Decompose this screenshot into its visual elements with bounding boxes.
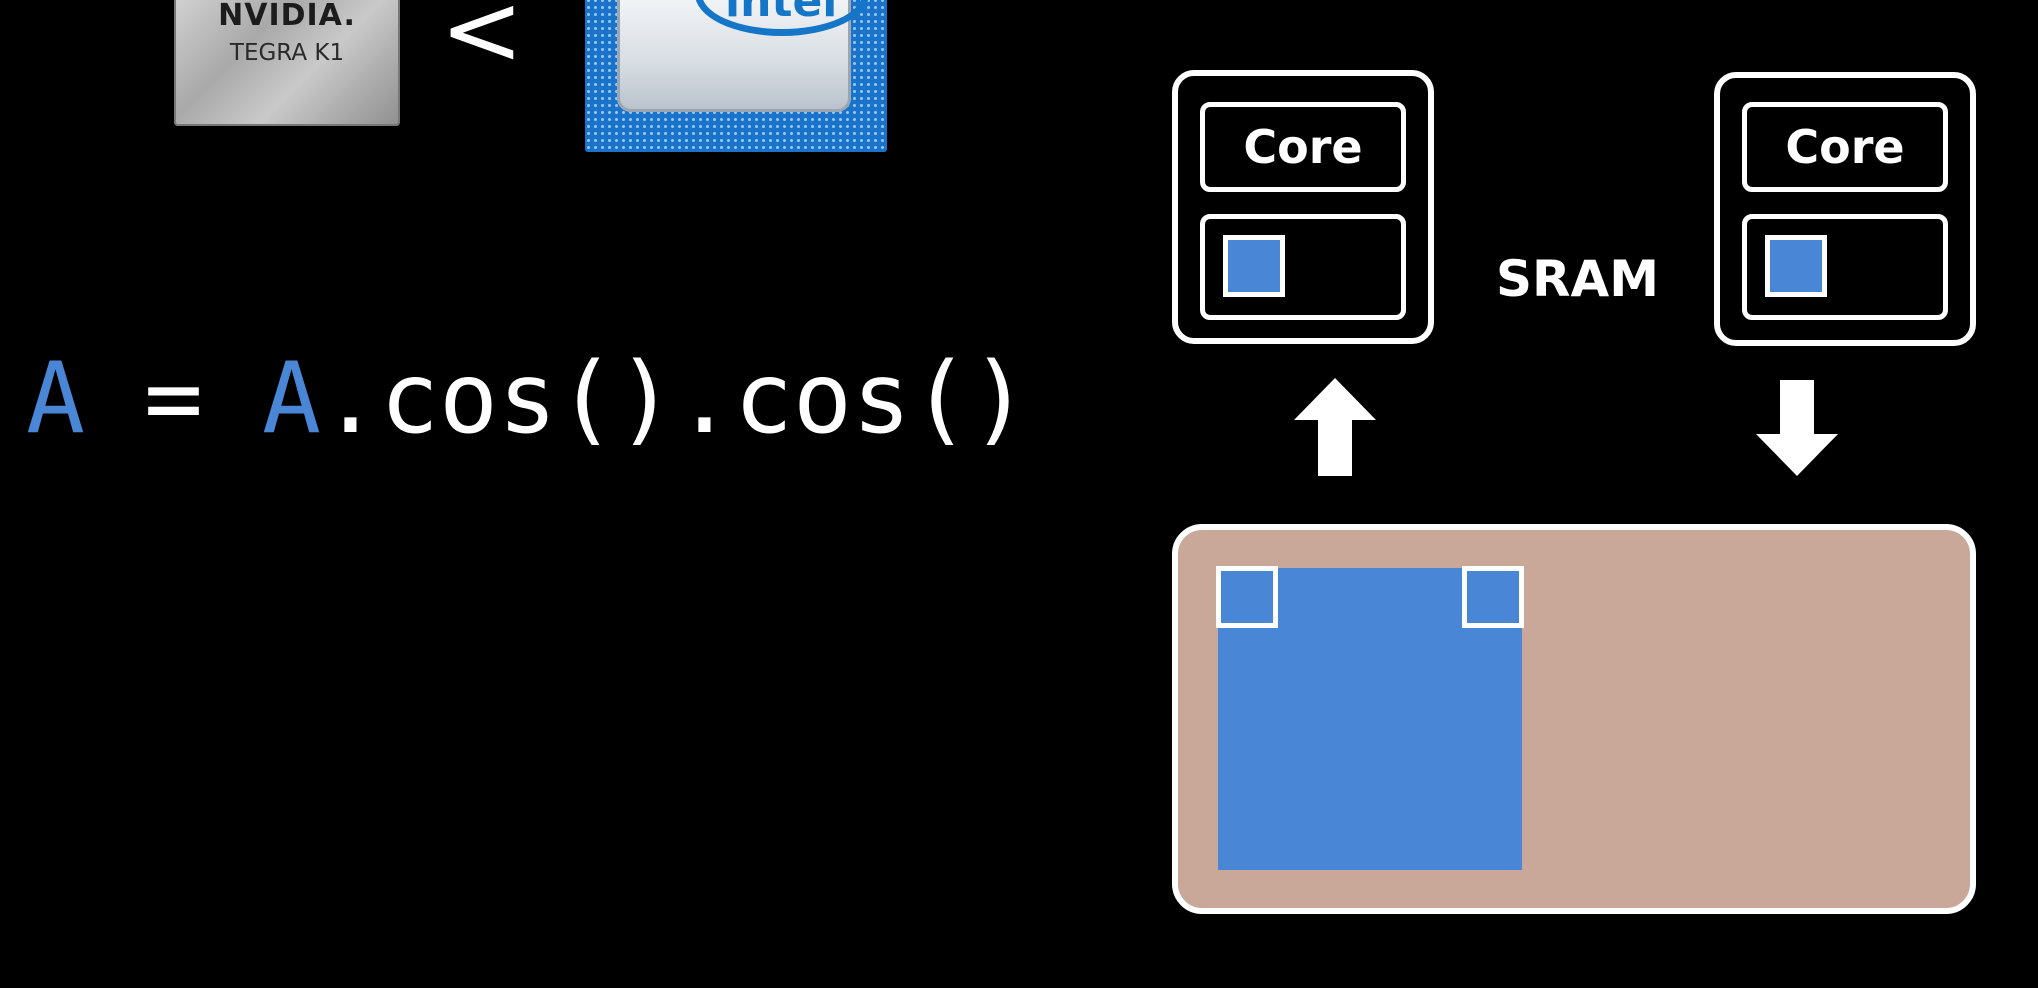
cache-tile-left: [1223, 235, 1285, 297]
intel-logo-text: intel: [725, 0, 838, 27]
core-block-right: Core: [1714, 72, 1976, 346]
nvidia-brand-text: NVIDIA.: [218, 0, 356, 33]
intel-chip-lid: intel: [617, 0, 869, 112]
memory-tile-left: [1216, 566, 1278, 628]
core-label-right: Core: [1785, 120, 1905, 174]
less-than-symbol: <: [440, 0, 524, 88]
cache-tile-right: [1765, 235, 1827, 297]
memory-tile-right: [1462, 566, 1524, 628]
core-cache-box-right: [1742, 214, 1948, 320]
up-arrow-icon: [1294, 378, 1376, 476]
intel-chip-image: intel: [585, 0, 887, 152]
expr-rhs-var: A: [262, 342, 322, 456]
core-label-box-left: Core: [1200, 102, 1406, 192]
expr-lhs-var: A: [26, 342, 86, 456]
down-arrow-icon: [1756, 380, 1838, 476]
expr-equals: =: [85, 342, 263, 456]
core-label-left: Core: [1243, 120, 1363, 174]
core-block-left: Core: [1172, 70, 1434, 344]
core-label-box-right: Core: [1742, 102, 1948, 192]
core-cache-box-left: [1200, 214, 1406, 320]
nvidia-tegra-chip-image: NVIDIA. TEGRA K1: [174, 0, 400, 126]
expr-rhs-calls: .cos().cos(): [321, 342, 1030, 456]
code-expression: A = A.cos().cos(): [26, 350, 1029, 448]
tegra-model-text: TEGRA K1: [229, 40, 345, 66]
sram-label: SRAM: [1496, 250, 1659, 308]
